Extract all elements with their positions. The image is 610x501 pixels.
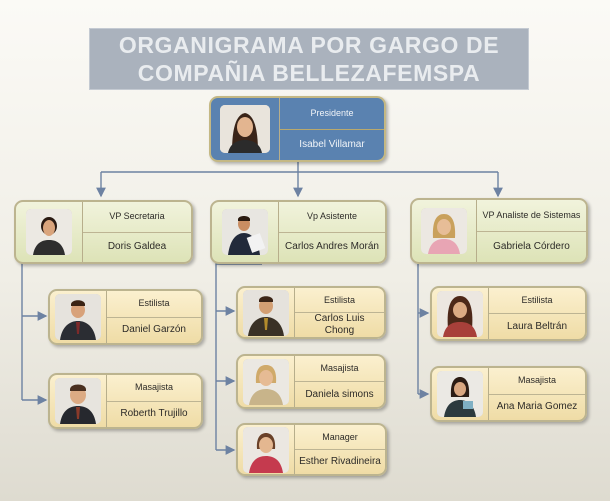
staff-name: Roberth Trujillo bbox=[107, 400, 201, 428]
portrait-woman-icon bbox=[437, 290, 483, 337]
chart-title: ORGANIGRAMA POR GARGO DE COMPAÑIA BELLEZ… bbox=[89, 28, 529, 90]
portrait-woman-icon bbox=[26, 209, 72, 255]
portrait-woman-icon bbox=[220, 105, 270, 153]
portrait-man-icon bbox=[55, 294, 101, 340]
staff-box[interactable]: Estilista Daniel Garzón bbox=[48, 289, 203, 345]
vp-name: Doris Galdea bbox=[83, 231, 191, 263]
staff-box[interactable]: Masajista Daniela simons bbox=[236, 354, 386, 409]
chart-title-line2: COMPAÑIA BELLEZAFEMSPA bbox=[137, 60, 481, 86]
staff-name: Ana Maria Gomez bbox=[489, 393, 585, 421]
vp-photo bbox=[412, 200, 477, 262]
staff-role: Estilista bbox=[323, 294, 355, 305]
vp-role: Vp Asistente bbox=[306, 211, 358, 222]
staff-photo bbox=[50, 375, 107, 427]
staff-box[interactable]: Estilista Laura Beltrán bbox=[430, 286, 587, 341]
portrait-woman-icon bbox=[437, 371, 483, 417]
staff-role: Manager bbox=[322, 431, 358, 442]
staff-box[interactable]: Masajista Roberth Trujillo bbox=[48, 373, 203, 429]
staff-box[interactable]: Estilista Carlos Luis Chong bbox=[236, 286, 386, 339]
staff-photo bbox=[238, 425, 295, 474]
staff-photo bbox=[50, 291, 107, 343]
vp-box-secretaria[interactable]: VP Secretaria Doris Galdea bbox=[14, 200, 193, 264]
staff-box[interactable]: Masajista Ana Maria Gomez bbox=[430, 366, 587, 422]
staff-name: Daniel Garzón bbox=[107, 316, 201, 344]
portrait-man-icon bbox=[243, 289, 289, 336]
staff-role: Estilista bbox=[138, 298, 170, 309]
staff-role: Masajista bbox=[320, 363, 359, 373]
portrait-man-icon bbox=[55, 378, 101, 424]
president-name: Isabel Villamar bbox=[299, 138, 365, 150]
portrait-woman-icon bbox=[421, 208, 467, 254]
vp-box-analiste[interactable]: VP Analiste de Sistemas Gabriela Córdero bbox=[410, 198, 588, 264]
staff-role: Estilista bbox=[521, 295, 553, 305]
portrait-woman-icon bbox=[243, 358, 289, 405]
president-box[interactable]: Presidente Isabel Villamar bbox=[209, 96, 386, 162]
vp-photo bbox=[212, 202, 279, 262]
staff-name: Carlos Luis Chong bbox=[295, 312, 384, 337]
portrait-woman-icon bbox=[243, 426, 289, 473]
staff-name: Esther Rivadineira bbox=[295, 449, 385, 474]
staff-photo bbox=[238, 356, 295, 407]
staff-role: Masajista bbox=[517, 375, 556, 386]
staff-photo bbox=[432, 288, 489, 339]
vp-box-asistente[interactable]: Vp Asistente Carlos Andres Morán bbox=[210, 200, 387, 264]
vp-role: VP Analiste de Sistemas bbox=[482, 209, 581, 220]
vp-role: VP Secretaria bbox=[109, 211, 165, 222]
staff-photo bbox=[432, 368, 489, 420]
staff-role: Masajista bbox=[134, 382, 173, 393]
president-photo bbox=[211, 98, 280, 160]
vp-name: Carlos Andres Morán bbox=[279, 231, 385, 263]
staff-box[interactable]: Manager Esther Rivadineira bbox=[236, 423, 387, 476]
chart-title-line1: ORGANIGRAMA POR GARGO DE bbox=[118, 32, 500, 58]
president-role: Presidente bbox=[280, 98, 384, 130]
portrait-man-icon bbox=[222, 209, 268, 255]
staff-name: Laura Beltrán bbox=[489, 313, 585, 339]
vp-photo bbox=[16, 202, 83, 262]
vp-name: Gabriela Córdero bbox=[477, 230, 586, 263]
staff-photo bbox=[238, 288, 295, 337]
staff-name: Daniela simons bbox=[295, 381, 384, 407]
